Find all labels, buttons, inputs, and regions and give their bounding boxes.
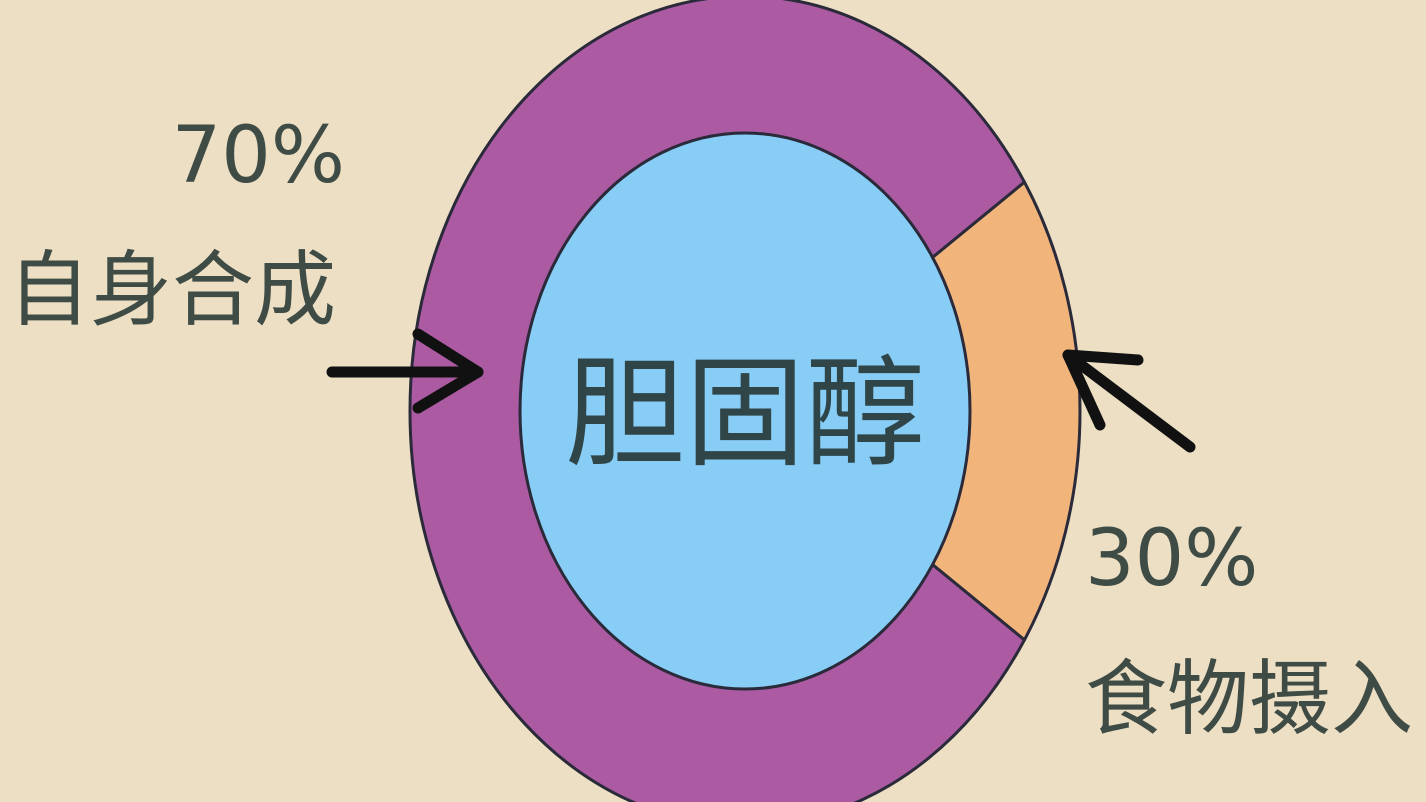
slice-percent-label-self-synthesis: 70%	[172, 111, 345, 201]
center-circle	[518, 131, 972, 691]
slice-name-label-food-intake: 食物摄入	[1085, 652, 1413, 747]
right-arrow-icon	[1062, 349, 1196, 453]
center-label: 胆固醇	[565, 345, 925, 484]
slice-percent-label-food-intake: 30%	[1085, 514, 1258, 604]
left-arrow-icon	[326, 328, 484, 414]
slice-name-label-self-synthesis: 自身合成	[8, 243, 336, 338]
